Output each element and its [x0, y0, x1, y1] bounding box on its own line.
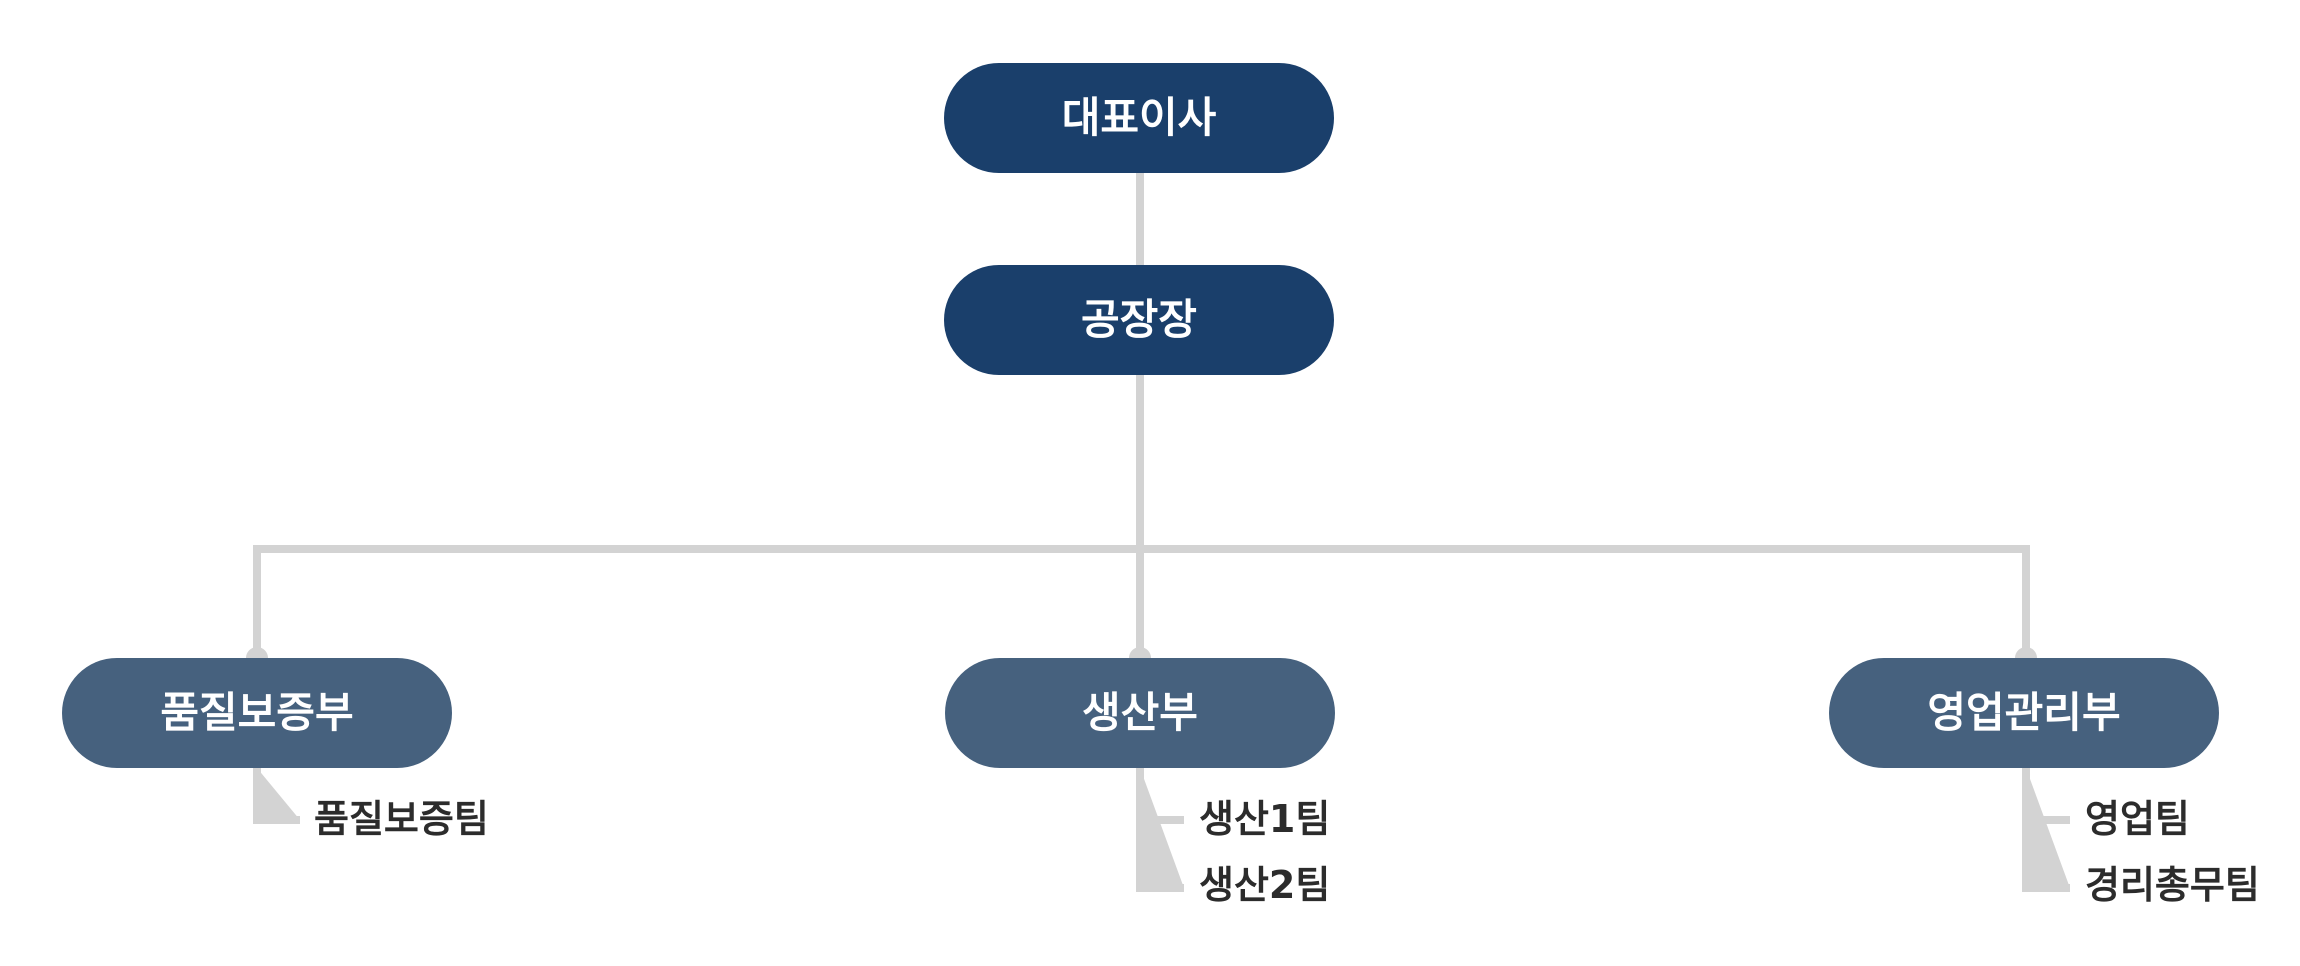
node-dept-quality: 품질보증부	[62, 658, 452, 768]
node-dept-sales: 영업관리부	[1829, 658, 2219, 768]
team-item: 생산1팀	[1199, 797, 1331, 841]
team-item: 경리총무팀	[2085, 863, 2260, 907]
team-item: 생산2팀	[1199, 863, 1331, 907]
team-item: 품질보증팀	[314, 797, 489, 841]
node-ceo-label: 대표이사	[1061, 93, 1217, 142]
node-dept-label: 영업관리부	[1927, 688, 2121, 737]
connector-teams-production	[1136, 768, 1184, 892]
node-dept-production: 생산부	[945, 658, 1335, 768]
connector-teams-sales	[2022, 768, 2070, 892]
connector-teams-quality	[253, 768, 300, 824]
team-item: 영업팀	[2085, 797, 2190, 841]
node-plant-manager-label: 공장장	[1081, 295, 1197, 344]
node-dept-label: 생산부	[1082, 688, 1198, 737]
node-plant-manager: 공장장	[944, 265, 1334, 375]
node-dept-label: 품질보증부	[160, 688, 354, 737]
node-ceo: 대표이사	[944, 63, 1334, 173]
